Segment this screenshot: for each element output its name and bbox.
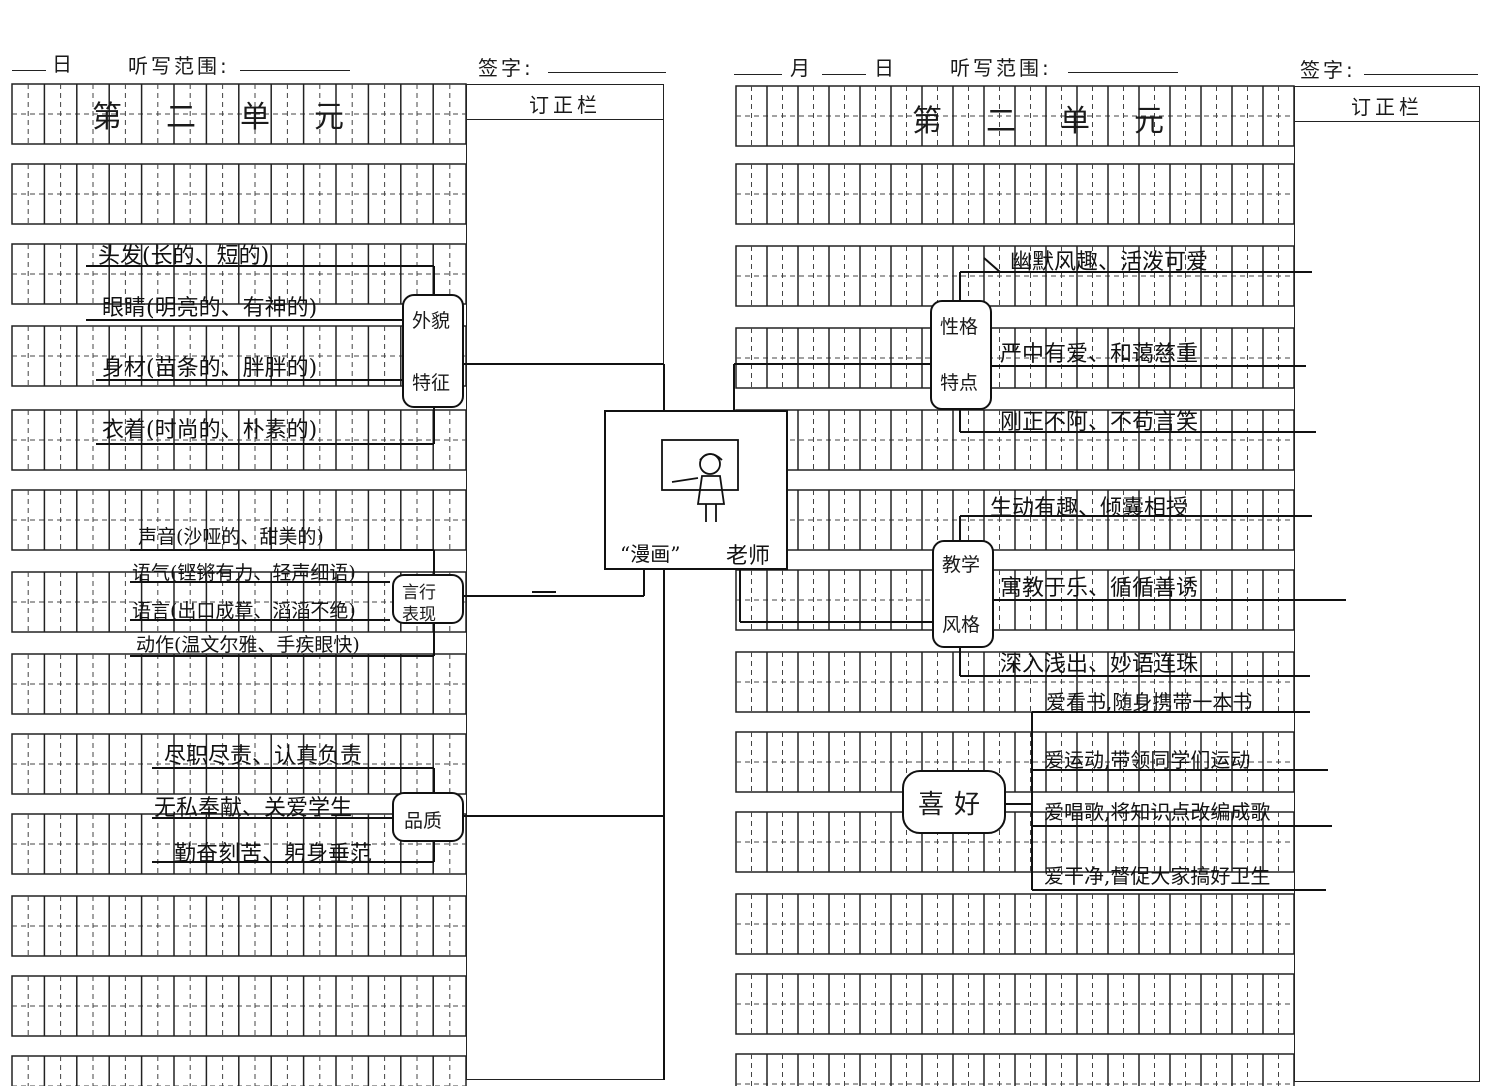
teaching-item-1: 生动有趣、倾囊相授 <box>990 496 1189 521</box>
quality-item-2: 无私奉献、关爱学生 <box>154 796 353 821</box>
correction-column-right: 订正栏 <box>1294 86 1480 1082</box>
dictation-range-label: 听写范围: <box>128 54 230 78</box>
hobby-item-books: 爱看书,随身携带一本书 <box>1046 690 1253 714</box>
appearance-item-hair: 头发(长的、短的) <box>98 244 270 269</box>
personality-item-3: 刚正不阿、不苟言笑 <box>1000 410 1199 435</box>
node-quality-label: 品质 <box>404 810 443 832</box>
quality-item-1: 尽职尽责、认真负责 <box>164 744 363 769</box>
behavior-item-tone: 语气(铿锵有力、轻声细语) <box>132 562 356 584</box>
node-behavior-line1: 言行 <box>402 583 436 603</box>
quality-item-3: 勤奋刻苦、躬身垂范 <box>174 842 373 867</box>
day-label-right: 日 <box>874 56 897 80</box>
personality-item-2: 严中有爱、和蔼慈重 <box>1000 342 1199 367</box>
node-hobbies-label: 喜好 <box>918 790 991 820</box>
correction-label-right: 订正栏 <box>1351 95 1423 119</box>
center-title: 老师 <box>726 544 771 569</box>
node-appearance-line1: 外貌 <box>412 310 451 332</box>
node-behavior-line2: 表现 <box>402 605 436 625</box>
unit-title-left: 第二单元 <box>92 100 388 135</box>
appearance-item-clothing: 衣着(时尚的、朴素的) <box>102 418 318 443</box>
month-label: 月 <box>790 56 813 80</box>
teaching-item-2: 寓教于乐、循循善诱 <box>1000 576 1199 601</box>
node-teaching-line2: 风格 <box>942 614 981 636</box>
behavior-item-action: 动作(温文尔雅、手疾眼快) <box>136 634 360 656</box>
node-personality: 性格 特点 <box>930 300 992 410</box>
appearance-item-figure: 身材(苗条的、胖胖的) <box>102 356 318 381</box>
dictation-range-label-right: 听写范围: <box>950 56 1052 80</box>
signature-label-right: 签字: <box>1300 58 1356 82</box>
unit-title-right: 第二单元 <box>912 104 1208 139</box>
day-label: 日 <box>52 52 75 76</box>
behavior-item-speech: 语言(出口成章、滔滔不绝) <box>132 600 356 622</box>
month-blank[interactable] <box>734 74 782 75</box>
signature-blank-right[interactable] <box>1364 74 1478 75</box>
node-quality: 品质 <box>392 792 464 842</box>
hobby-item-clean: 爱干净,督促大家搞好卫生 <box>1044 864 1271 888</box>
center-card: “漫画” 老师 <box>604 410 788 570</box>
dictation-range-blank[interactable] <box>240 70 350 71</box>
teacher-drawing-icon <box>661 439 739 522</box>
appearance-item-eyes: 眼睛(明亮的、有神的) <box>102 296 318 321</box>
behavior-item-voice: 声音(沙哑的、甜美的) <box>138 526 324 548</box>
node-behavior: 言行 表现 <box>392 574 464 625</box>
teaching-item-3: 深入浅出、妙语连珠 <box>1000 652 1199 677</box>
correction-label: 订正栏 <box>529 93 601 117</box>
node-personality-line1: 性格 <box>940 316 979 338</box>
signature-label: 签字: <box>478 56 534 80</box>
personality-item-1: 幽默风趣、活泼可爱 <box>1010 250 1209 275</box>
signature-blank[interactable] <box>548 72 666 73</box>
node-teaching: 教学 风格 <box>932 540 994 648</box>
dictation-range-blank-right[interactable] <box>1068 72 1178 73</box>
node-appearance-line2: 特征 <box>412 372 451 394</box>
hobby-item-sports: 爱运动,带领同学们运动 <box>1044 748 1251 772</box>
node-hobbies: 喜好 <box>902 770 1006 834</box>
node-personality-line2: 特点 <box>940 372 979 394</box>
node-teaching-line1: 教学 <box>942 554 981 576</box>
day-blank-right[interactable] <box>822 74 866 75</box>
day-blank[interactable] <box>12 70 46 71</box>
center-quote: “漫画” <box>620 542 681 566</box>
hobby-item-singing: 爱唱歌,将知识点改编成歌 <box>1044 800 1271 824</box>
node-appearance: 外貌 特征 <box>402 294 464 408</box>
